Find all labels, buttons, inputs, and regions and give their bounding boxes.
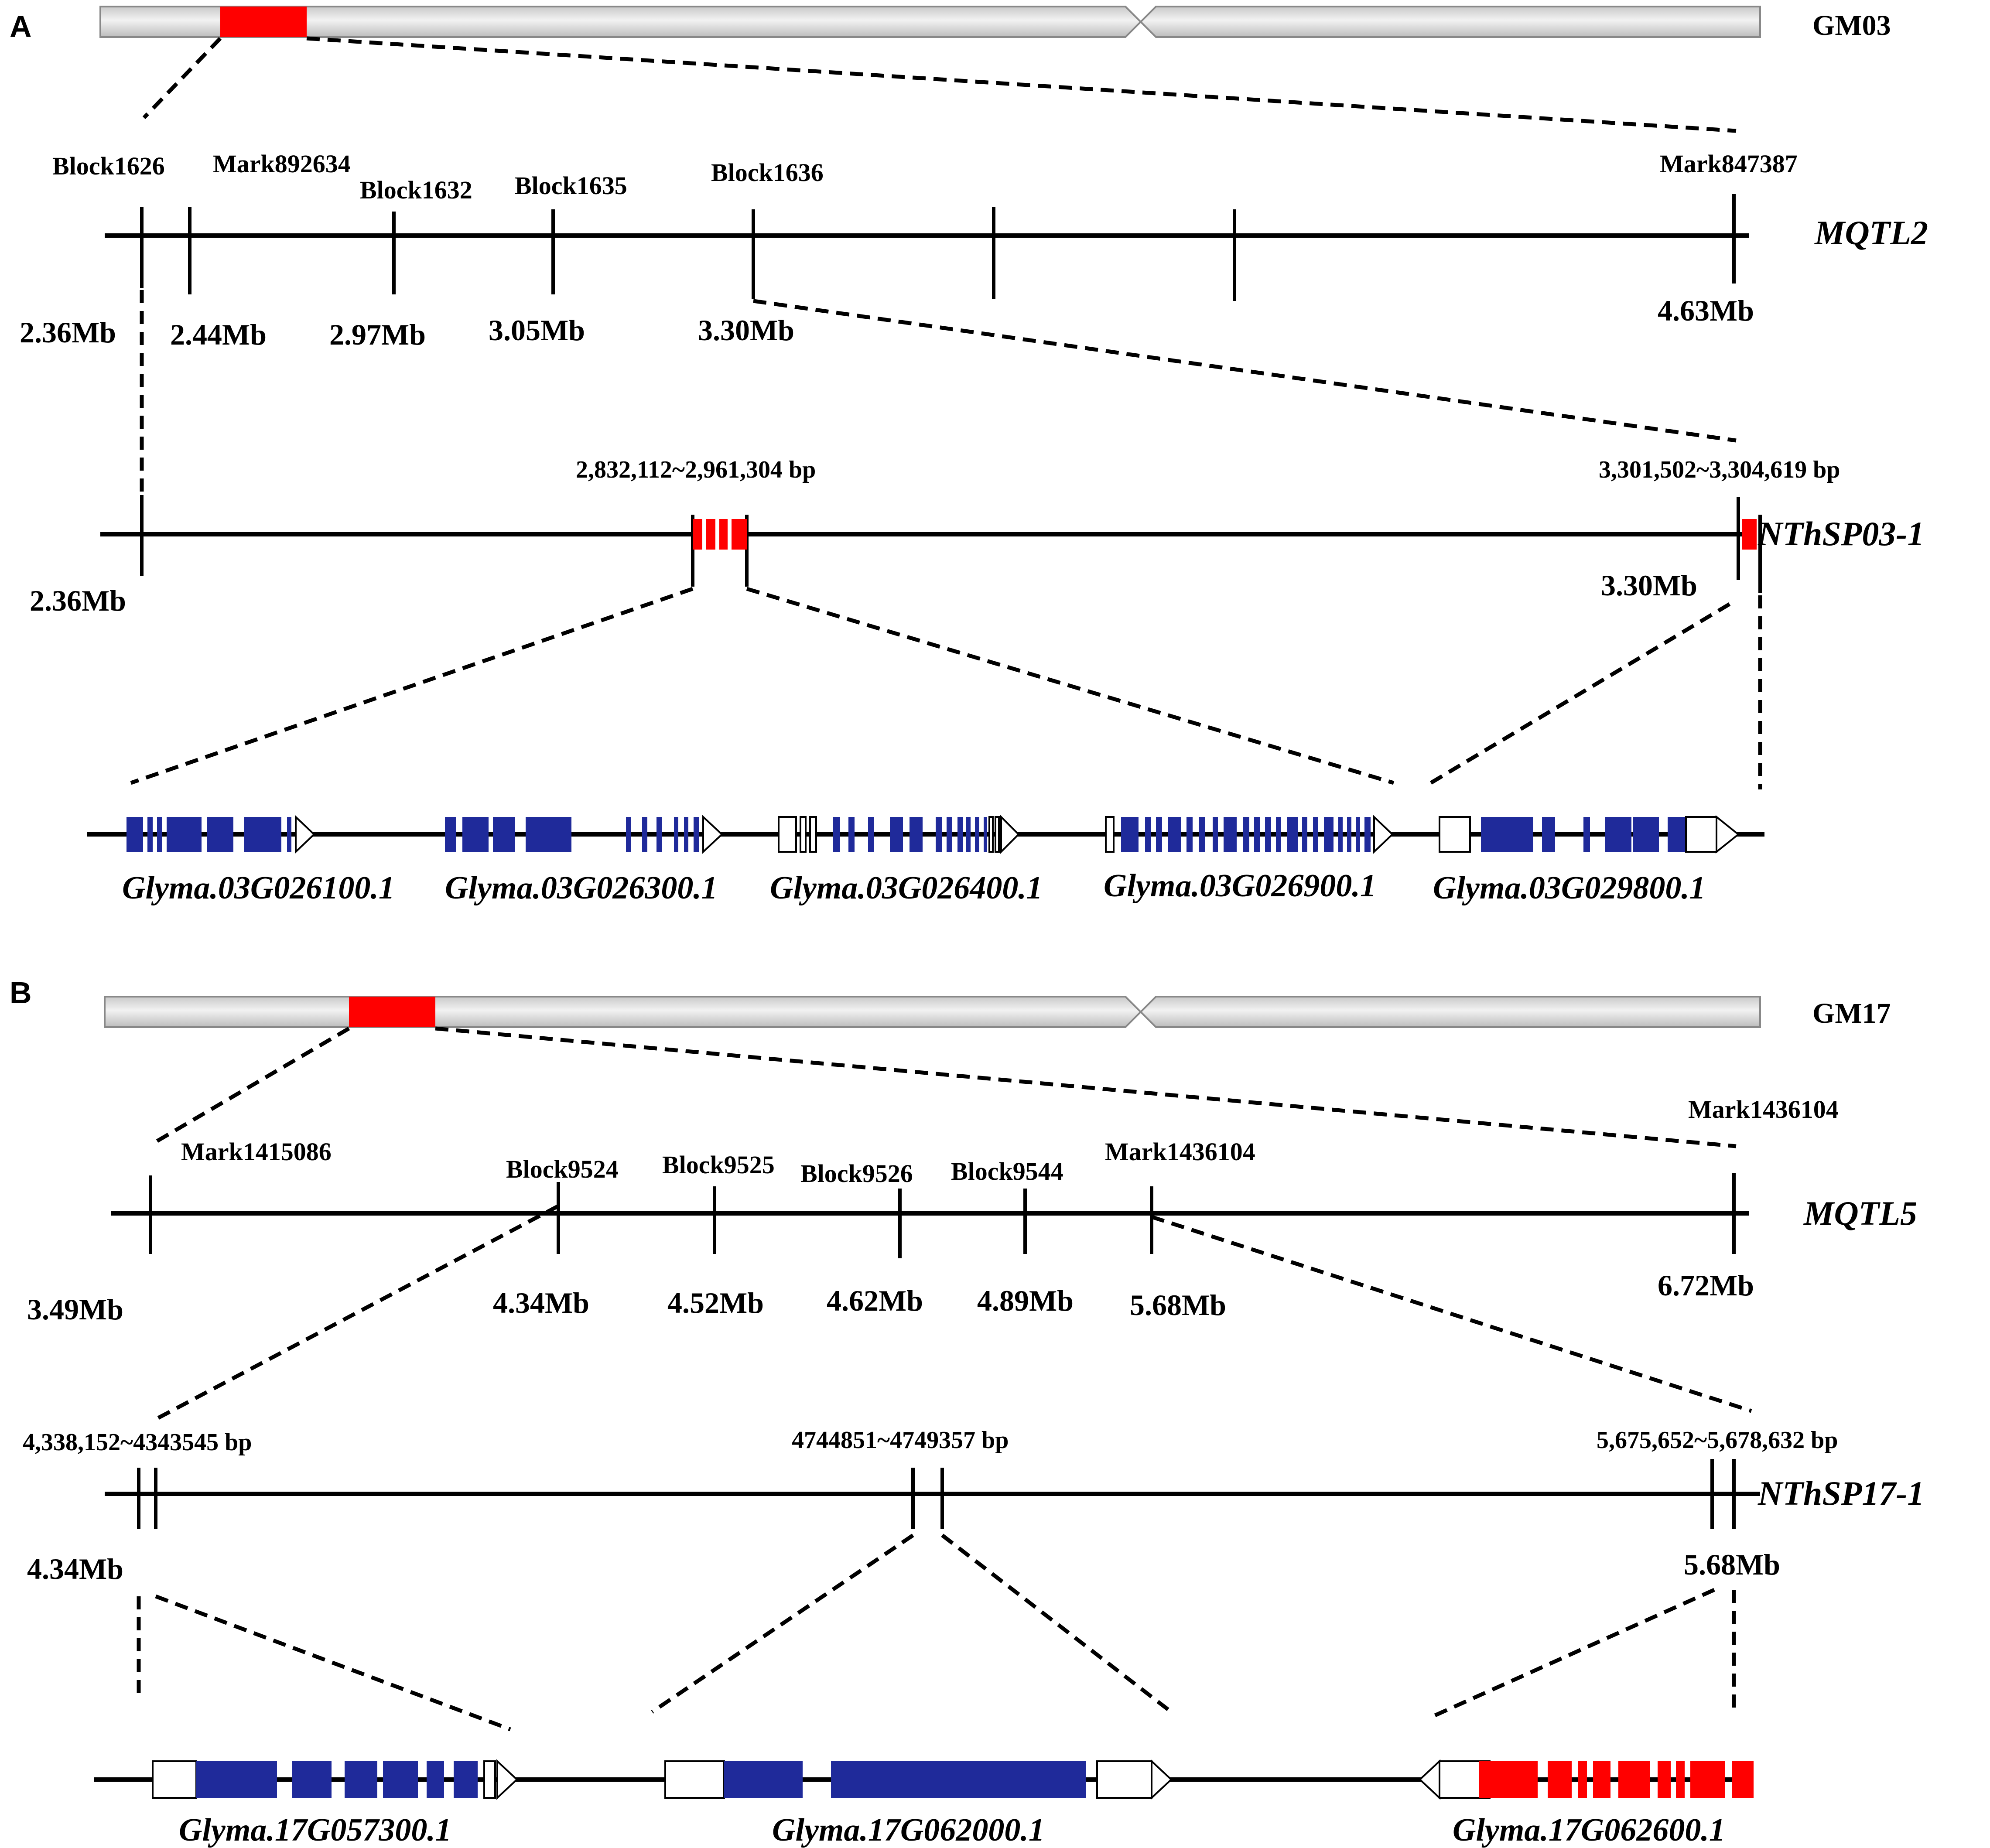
mqtl2-position: 4.63Mb [1658, 294, 1754, 327]
mqtl5-ticks [149, 1173, 1736, 1258]
nthsp17-range: 4,338,152~4343545 bp [23, 1429, 252, 1456]
mqtl5-position: 3.49Mb [27, 1293, 123, 1326]
chromosome-gm17-label: GM17 [1812, 997, 1891, 1029]
mqtl2-marker: Block1626 [52, 152, 165, 180]
zoom-line [149, 1027, 350, 1147]
gene-label: Glyma.03G026300.1 [445, 870, 718, 906]
zoom-line [142, 37, 222, 120]
nthsp03-start: 2.36Mb [30, 584, 126, 617]
mqtl5-position: 4.89Mb [977, 1284, 1074, 1317]
zoom-line [1432, 1588, 1715, 1718]
gene-label: Glyma.17G062600.1 [1453, 1812, 1725, 1848]
mqtl2-position: 3.30Mb [698, 314, 794, 347]
mqtl5-position: 6.72Mb [1658, 1269, 1754, 1302]
mqtl5-position: 4.52Mb [667, 1286, 764, 1319]
nthsp03-region-1 [693, 519, 747, 550]
gene-label: Glyma.03G026900.1 [1104, 868, 1376, 904]
mqtl5-marker: Block9544 [951, 1157, 1063, 1185]
chromosome-gm03-label: GM03 [1812, 10, 1891, 41]
gene-model [445, 815, 723, 854]
mqtl2-position: 3.05Mb [489, 314, 585, 347]
chromosome-gm17-highlight [349, 997, 435, 1027]
mqtl2-position: 2.97Mb [329, 318, 426, 351]
mqtl5-marker: Mark1415086 [181, 1137, 332, 1166]
zoom-line [1429, 602, 1731, 785]
nthsp03-range: 2,832,112~2,961,304 bp [576, 456, 816, 483]
zoom-line [154, 1204, 560, 1421]
zoom-line [746, 587, 1395, 785]
gene-model [778, 815, 1020, 854]
nthsp17-range: 5,675,652~5,678,632 bp [1597, 1427, 1838, 1454]
nthsp17-label: NThSP17-1 [1757, 1474, 1924, 1512]
mqtl2-marker: Block1632 [360, 176, 472, 204]
gene-model [152, 1759, 518, 1800]
nthsp17-end: 5.68Mb [1684, 1548, 1780, 1581]
zoom-line [435, 1026, 1737, 1148]
nthsp17-range: 4744851~4749357 bp [792, 1427, 1009, 1454]
gene-model [1439, 815, 1740, 854]
mqtl2-label: MQTL2 [1814, 214, 1928, 252]
mqtl2-position: 2.44Mb [170, 318, 267, 351]
gene-label: Glyma.17G057300.1 [179, 1812, 451, 1848]
mqtl5-label: MQTL5 [1803, 1194, 1917, 1232]
gene-label: Glyma.03G029800.1 [1433, 870, 1706, 906]
mqtl5-marker: Block9524 [506, 1155, 619, 1183]
mqtl2-marker: Block1636 [711, 158, 824, 187]
mqtl2-marker: Mark847387 [1660, 150, 1798, 178]
chromosome-gm03 [99, 6, 1761, 38]
panel-a-label: A [10, 10, 32, 44]
mqtl2-ticks [140, 194, 1736, 301]
gene-label: Glyma.03G026100.1 [122, 870, 395, 906]
gene-label: Glyma.17G062000.1 [772, 1812, 1045, 1848]
mqtl5-marker: Mark1436104 [1105, 1137, 1255, 1166]
chromosome-gm03-highlight [220, 7, 307, 37]
nthsp03-range: 3,301,502~3,304,619 bp [1599, 456, 1840, 483]
mqtl2-marker: Block1635 [515, 171, 627, 200]
mqtl5-marker: Mark1436104 [1688, 1095, 1839, 1124]
zoom-line [651, 1534, 914, 1714]
zoom-line [753, 299, 1737, 443]
mqtl5-position: 5.68Mb [1130, 1288, 1226, 1322]
zoom-line [130, 587, 694, 785]
nthsp03-end: 3.30Mb [1601, 569, 1697, 602]
mqtl5-marker: Block9526 [800, 1159, 913, 1188]
nthsp17-start: 4.34Mb [27, 1552, 123, 1585]
zoom-line [941, 1534, 1173, 1714]
panel-b-label: B [10, 976, 32, 1010]
gene-model [664, 1759, 1173, 1800]
mqtl5-marker: Block9525 [662, 1151, 775, 1179]
gene-model [127, 815, 315, 854]
zoom-line [306, 36, 1737, 133]
nthsp03-label: NThSP03-1 [1757, 515, 1924, 553]
nthsp03-region-2 [1742, 519, 1757, 550]
gene-model [1419, 1759, 1754, 1800]
gene-label: Glyma.03G026400.1 [770, 870, 1043, 906]
mqtl5-position: 4.34Mb [493, 1286, 589, 1319]
gene-model [1105, 815, 1394, 854]
zoom-line [155, 1594, 511, 1732]
mqtl5-position: 4.62Mb [827, 1284, 923, 1317]
chromosome-gm17 [104, 996, 1761, 1028]
mqtl2-position: 2.36Mb [20, 316, 116, 349]
zoom-line [1151, 1215, 1752, 1413]
mqtl2-marker: Mark892634 [213, 150, 351, 178]
